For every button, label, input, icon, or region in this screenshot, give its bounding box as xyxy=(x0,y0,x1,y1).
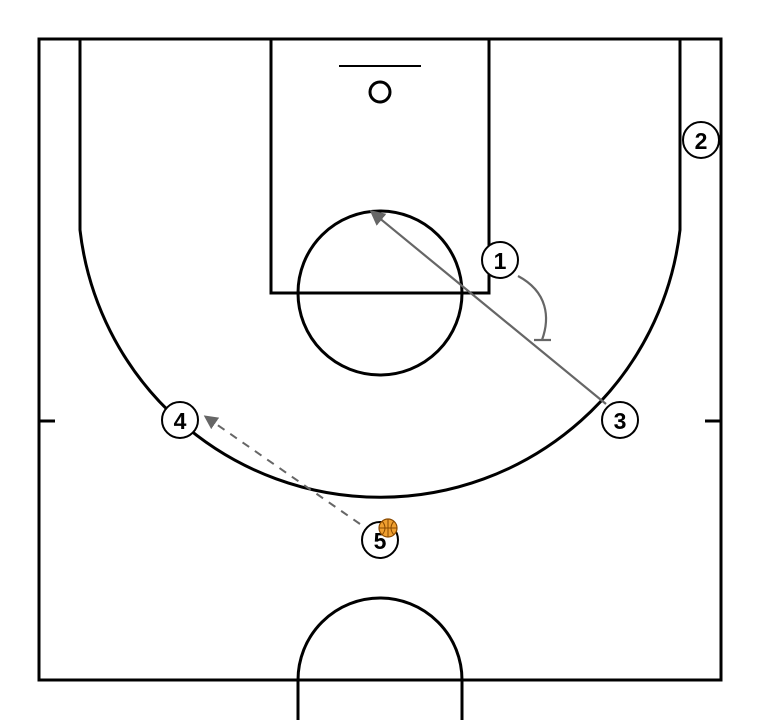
player-2-circle xyxy=(682,121,720,159)
players: 1 2 3 4 5 xyxy=(161,121,720,559)
court-boundary xyxy=(37,37,723,682)
player-5[interactable]: 5 xyxy=(361,518,399,559)
player-4-circle xyxy=(161,401,199,439)
basketball-icon xyxy=(378,518,398,538)
paint-lane xyxy=(269,37,491,295)
player-4[interactable]: 4 xyxy=(161,401,199,439)
player-1-circle xyxy=(481,241,519,279)
screen-line-1 xyxy=(517,275,548,341)
pass-arrow-5-to-4 xyxy=(203,415,361,525)
basket-icon xyxy=(368,80,392,104)
cut-arrow-3 xyxy=(369,210,607,405)
player-3-circle xyxy=(601,401,639,439)
player-1[interactable]: 1 xyxy=(481,241,519,279)
center-circle xyxy=(296,596,464,720)
player-4-label: 4 xyxy=(174,408,187,434)
player-2-label: 2 xyxy=(695,128,708,154)
action-lines xyxy=(203,210,607,525)
player-2[interactable]: 2 xyxy=(682,121,720,159)
player-3-label: 3 xyxy=(614,408,627,434)
player-3[interactable]: 3 xyxy=(601,401,639,439)
player-1-label: 1 xyxy=(494,248,507,274)
three-point-line xyxy=(78,39,682,499)
court-lines xyxy=(37,37,723,720)
